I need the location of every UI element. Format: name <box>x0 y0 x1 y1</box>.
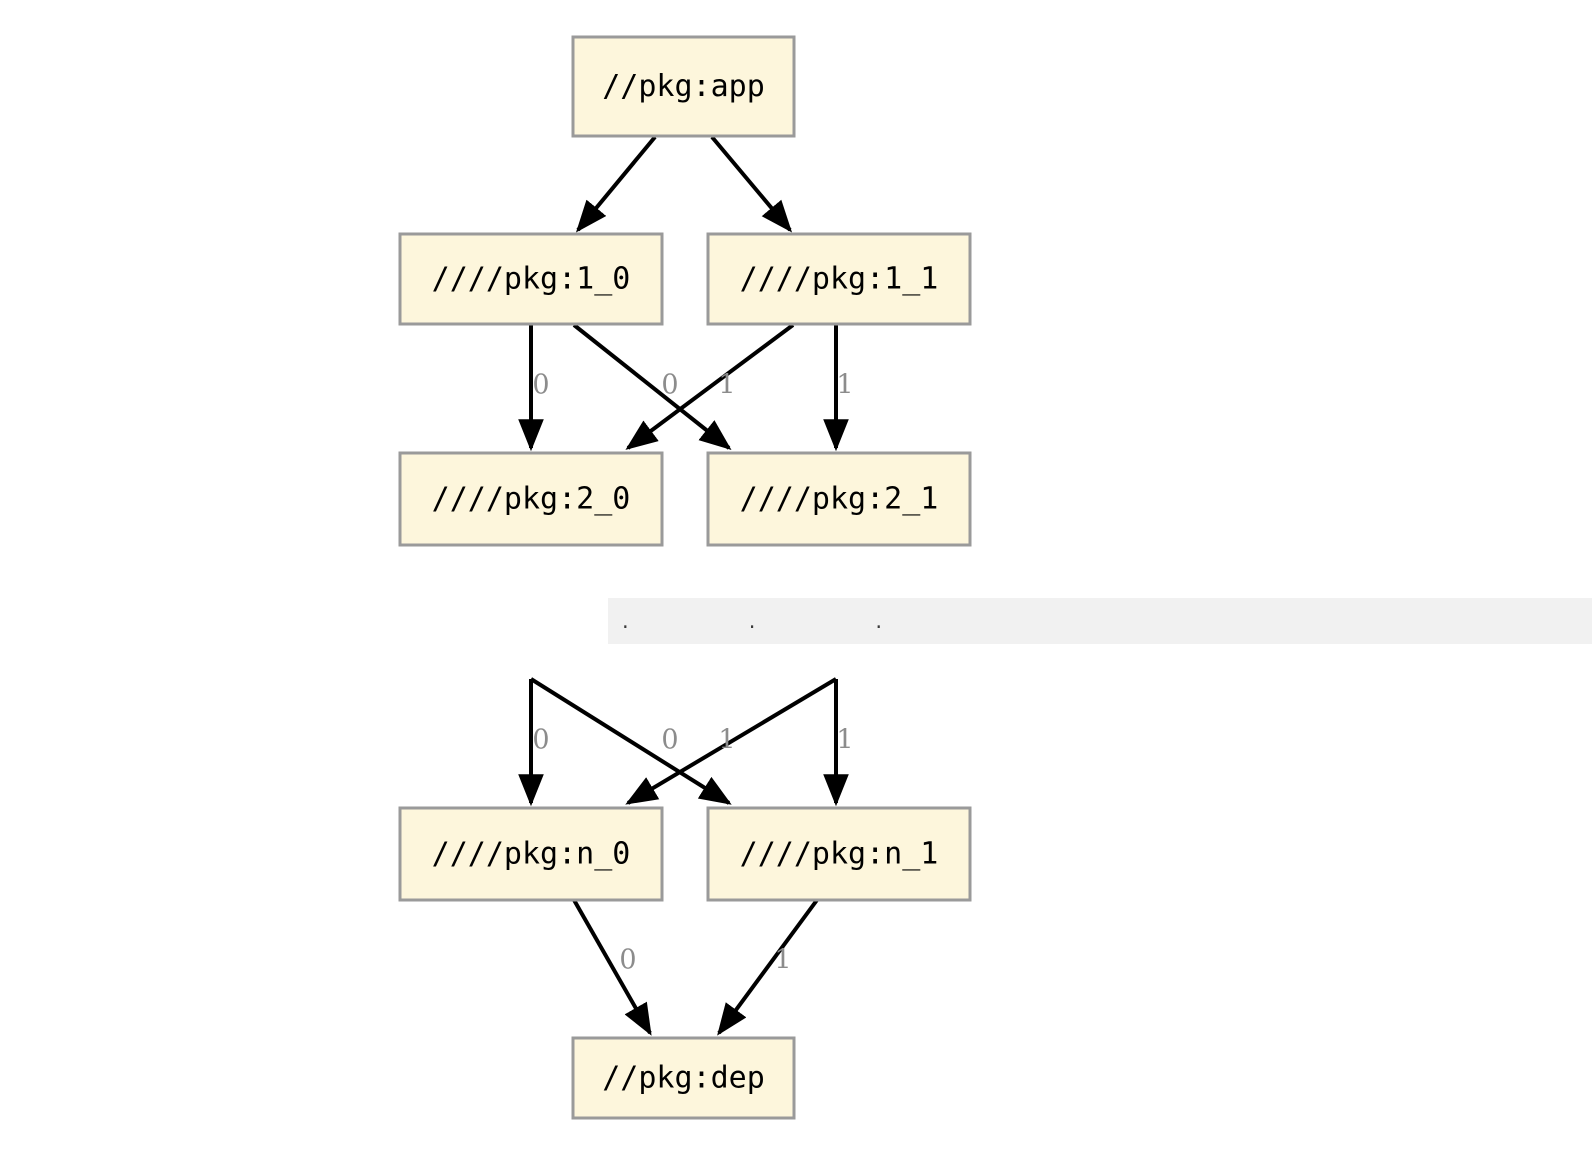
graph-edge: 0 <box>518 679 550 807</box>
edge-label: 0 <box>532 725 549 756</box>
graph-edge: 1 <box>717 898 819 1036</box>
graph-node-n1_1[interactable]: ////pkg:1_1 <box>706 232 972 326</box>
node-box[interactable] <box>706 232 972 326</box>
node-label: //pkg:dep <box>602 1061 765 1096</box>
graph-edge <box>710 135 793 233</box>
ellipsis-dots: . . . <box>622 609 908 633</box>
graph-edge: 0 <box>518 325 550 452</box>
edge-label: 0 <box>532 370 549 401</box>
node-box[interactable] <box>706 806 972 902</box>
edge-label: 1 <box>836 370 853 401</box>
edge-line <box>625 323 795 450</box>
node-label: ////pkg:1_1 <box>740 262 939 297</box>
graph-edge: 0 <box>572 323 732 450</box>
node-box[interactable] <box>571 35 796 138</box>
edge-line <box>529 677 732 805</box>
node-label: ////pkg:2_1 <box>740 482 939 517</box>
graph-edge: 1 <box>625 323 795 450</box>
edge-label: 1 <box>774 945 791 976</box>
edges-layer: 0 0 1 1 0 0 1 1 0 1 <box>518 135 854 1036</box>
graph-node-dep[interactable]: //pkg:dep <box>571 1036 796 1120</box>
graph-node-n2_0[interactable]: ////pkg:2_0 <box>398 451 664 547</box>
node-box[interactable] <box>398 451 664 547</box>
edge-label: 1 <box>718 725 735 756</box>
node-label: //pkg:app <box>602 69 765 104</box>
node-box[interactable] <box>398 232 664 326</box>
node-label: ////pkg:2_0 <box>432 482 631 517</box>
nodes-layer: //pkg:app ////pkg:1_0 ////pkg:1_1 ////pkg:2… <box>398 35 972 1120</box>
edge-line <box>572 899 652 1036</box>
graph-node-n1_0[interactable]: ////pkg:1_0 <box>398 232 664 326</box>
node-box[interactable] <box>398 806 664 902</box>
edge-label: 0 <box>661 370 678 401</box>
graph-edge: 1 <box>823 325 854 452</box>
edge-line <box>625 677 838 805</box>
edge-label: 1 <box>718 370 735 401</box>
edge-label: 0 <box>619 945 636 976</box>
node-box[interactable] <box>706 451 972 547</box>
node-label: ////pkg:1_0 <box>432 262 631 297</box>
graph-edge <box>575 135 657 233</box>
edge-line <box>572 323 732 450</box>
graph-edge: 0 <box>572 899 652 1036</box>
edge-label: 1 <box>836 725 853 756</box>
edge-line <box>575 135 657 233</box>
edge-label: 0 <box>661 725 678 756</box>
graph-node-nn_0[interactable]: ////pkg:n_0 <box>398 806 664 902</box>
graph-node-n2_1[interactable]: ////pkg:2_1 <box>706 451 972 547</box>
graph-edge: 1 <box>625 677 838 805</box>
edge-line <box>717 898 819 1036</box>
node-label: ////pkg:n_0 <box>432 837 631 872</box>
graph-node-nn_1[interactable]: ////pkg:n_1 <box>706 806 972 902</box>
ellipsis-separator-band: . . . <box>608 598 1592 644</box>
node-box[interactable] <box>571 1036 796 1120</box>
graph-edge: 0 <box>529 677 732 805</box>
edge-line <box>710 135 793 233</box>
graph-edge: 1 <box>823 679 854 807</box>
graph-node-app[interactable]: //pkg:app <box>571 35 796 138</box>
node-label: ////pkg:n_1 <box>740 837 939 872</box>
